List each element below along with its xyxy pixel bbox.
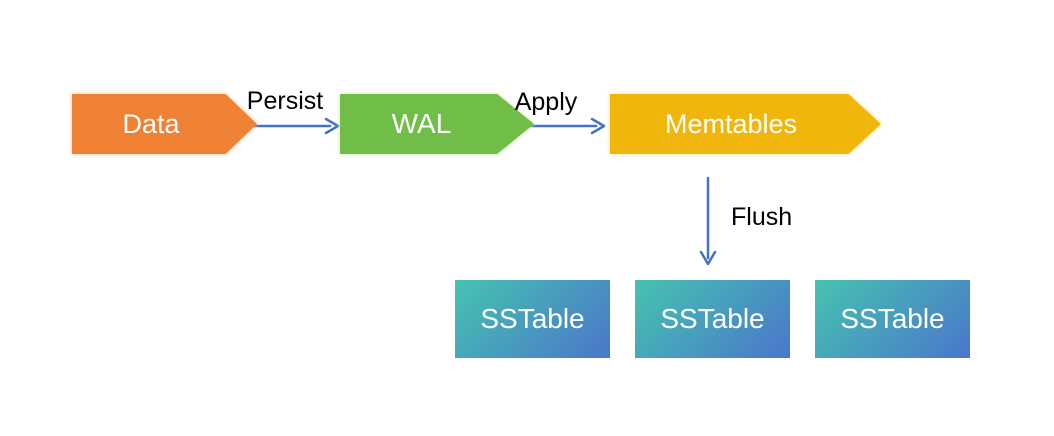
arrowhead-right-icon	[590, 117, 606, 135]
sstable-box-3: SSTable	[815, 280, 970, 358]
data-node: Data	[72, 94, 257, 154]
sstable-label: SSTable	[660, 303, 765, 334]
memtables-node-label: Memtables	[664, 108, 798, 139]
data-node-label: Data	[122, 108, 180, 139]
arrowhead-down-icon	[699, 250, 717, 266]
flush-edge-label: Flush	[731, 203, 793, 231]
arrowhead-right-icon	[324, 117, 340, 135]
sstable-label: SSTable	[480, 303, 585, 334]
memtables-node: Memtables	[610, 94, 881, 154]
wal-node-label: WAL	[391, 108, 452, 139]
apply-edge-label: Apply	[514, 88, 578, 116]
sstable-label: SSTable	[840, 303, 945, 334]
wal-node: WAL	[340, 94, 534, 154]
sstable-box-2: SSTable	[635, 280, 790, 358]
flush-arrow	[699, 176, 717, 266]
sstable-box-1: SSTable	[455, 280, 610, 358]
persist-edge-label: Persist	[246, 87, 324, 115]
